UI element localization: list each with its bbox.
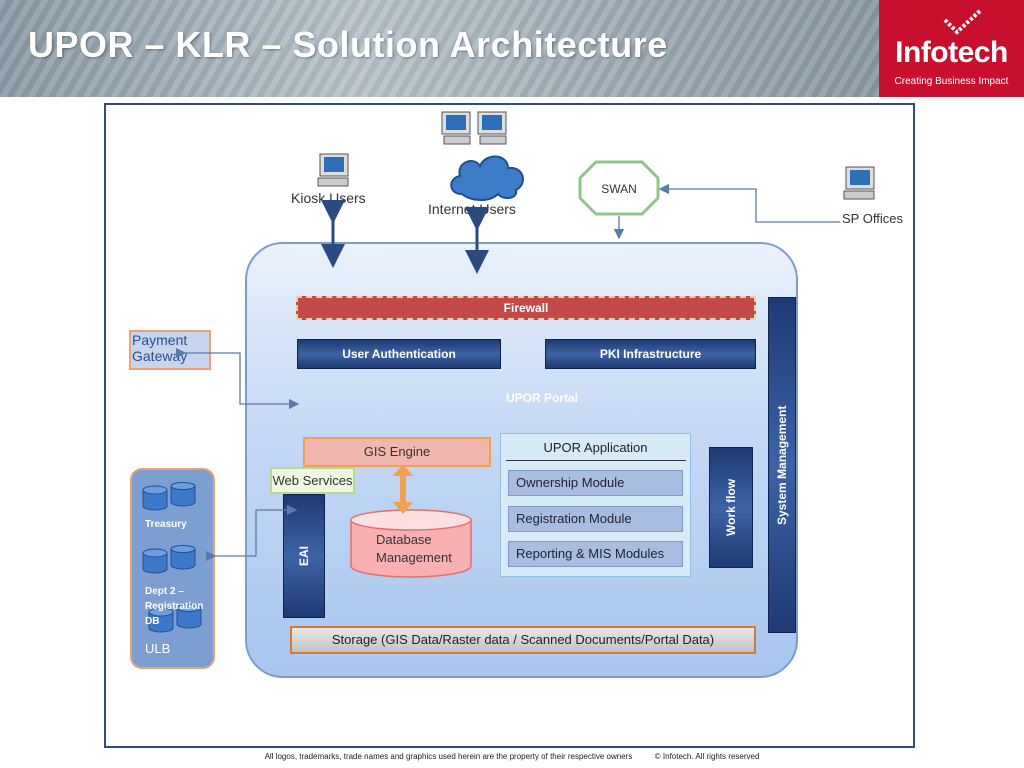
sp-offices-label: SP Offices [842,211,903,226]
kiosk-users-label: Kiosk Users [291,190,366,206]
infotech-logo: Infotech Creating Business Impact [879,0,1024,97]
sp-offices-computer-icon [843,166,875,200]
slide-footer: All logos, trademarks, trade names and g… [0,752,1024,761]
user-authentication-bar: User Authentication [297,339,501,369]
pki-infrastructure-bar: PKI Infrastructure [545,339,756,369]
kiosk-computer-icon [317,153,349,187]
upor-application-title: UPOR Application [543,440,648,455]
firewall-bar: Firewall [296,296,756,320]
checkmark-logo-icon [943,8,983,35]
system-management-bar: System Management [768,297,796,633]
upor-portal-label: UPOR Portal [506,391,579,405]
treasury-label: Treasury [145,519,187,530]
upor-application-divider [506,460,686,461]
gis-engine-box: GIS Engine [303,437,491,467]
dept2-label: Dept 2 – Registration DB [145,586,204,627]
footer-copyright: © Infotech. All rights reserved [654,752,760,761]
payment-gateway-box: Payment Gateway [129,330,211,370]
treasury-db-icon [142,482,196,511]
workflow-bar: Work flow [709,447,753,568]
ownership-module: Ownership Module [508,470,683,496]
database-management-label: Database Management [376,532,452,565]
dept2-db-icon-lower [148,604,202,633]
reporting-mis-module: Reporting & MIS Modules [508,541,683,567]
slide-header [0,0,1024,97]
footer-disclaimer: All logos, trademarks, trade names and g… [264,752,633,761]
swan-label: SWAN [601,182,637,196]
ulb-label: ULB [145,641,171,656]
dept2-db-icon [142,545,196,574]
logo-tagline: Creating Business Impact [894,76,1009,87]
internet-users-label: Internet Users [428,201,516,217]
eai-bar: EAI [283,494,325,618]
logo-name: Infotech [895,36,1008,69]
database-cylinder-icon [350,509,472,578]
web-services-box: Web Services [270,467,355,494]
slide-title: UPOR – KLR – Solution Architecture [28,24,668,65]
storage-bar: Storage (GIS Data/Raster data / Scanned … [290,626,756,654]
internet-computers-icon [441,111,507,145]
swan-octagon [578,160,660,216]
internet-cloud-icon [450,155,524,201]
registration-module: Registration Module [508,506,683,532]
